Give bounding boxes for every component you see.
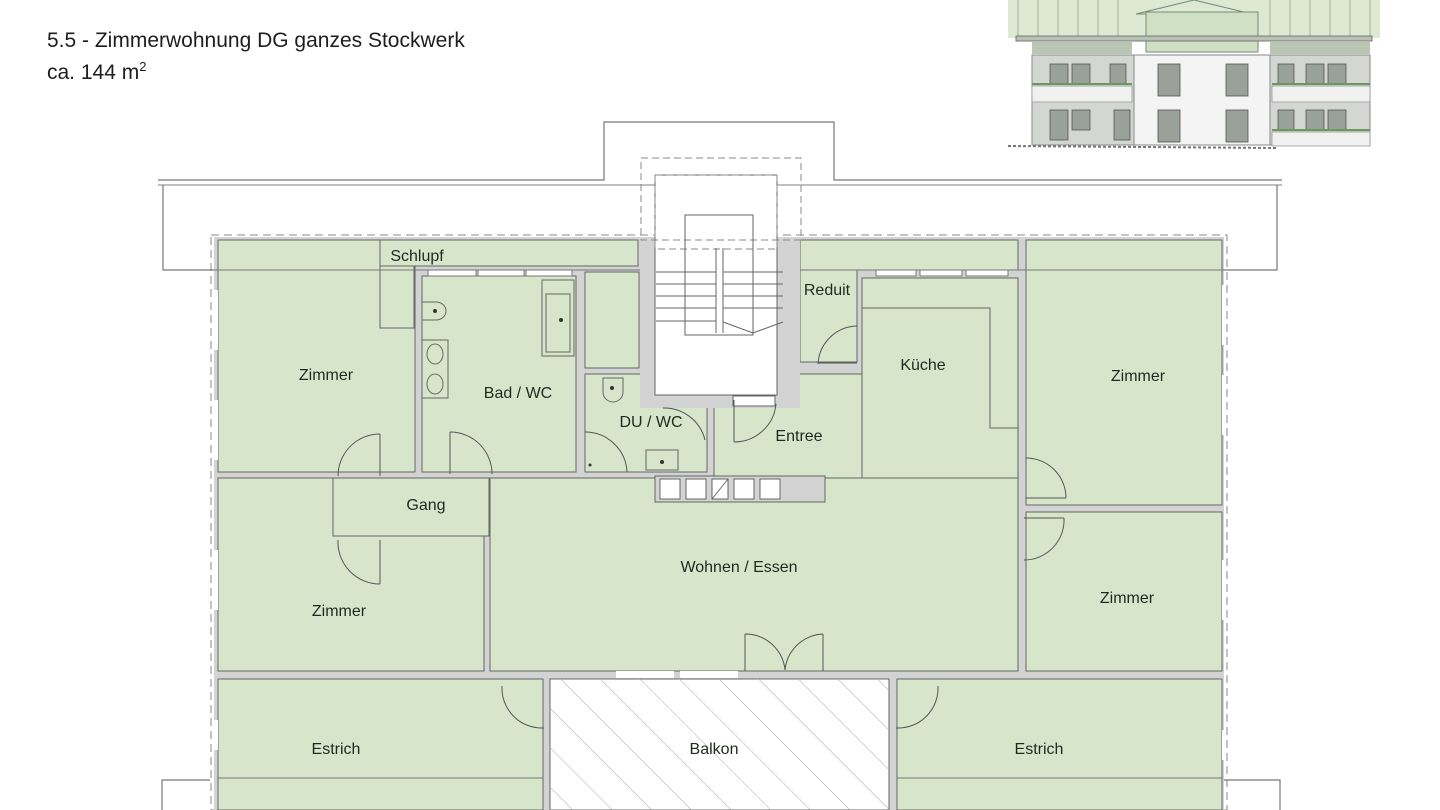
- label-wohnen-essen: Wohnen / Essen: [680, 559, 798, 576]
- label-reduit: Reduit: [803, 282, 851, 299]
- title-line-2: ca. 144 m2: [47, 54, 465, 86]
- label-bad-wc: Bad / WC: [483, 385, 553, 402]
- label-entree: Entree: [775, 428, 823, 445]
- label-schlupf: Schlupf: [390, 248, 444, 265]
- room-estrich-e: [896, 678, 1223, 810]
- label-balkon: Balkon: [689, 741, 739, 758]
- label-estrich-e: Estrich: [1014, 741, 1064, 758]
- label-estrich-w: Estrich: [311, 741, 361, 758]
- label-gang: Gang: [406, 497, 446, 514]
- label-kueche: Küche: [900, 357, 946, 374]
- staircase: [640, 157, 802, 408]
- room-estrich-w: [217, 678, 544, 810]
- building-elevation-icon: [1008, 0, 1380, 149]
- room-wohnen-essen: [489, 477, 1019, 672]
- label-zimmer-se: Zimmer: [1099, 590, 1155, 607]
- plan-title: 5.5 - Zimmerwohnung DG ganzes Stockwerk …: [47, 28, 465, 86]
- label-zimmer-ne: Zimmer: [1110, 368, 1166, 385]
- area-unit-superscript: 2: [139, 59, 147, 74]
- label-zimmer-nw: Zimmer: [298, 367, 354, 384]
- label-du-wc: DU / WC: [619, 414, 683, 431]
- title-line-1: 5.5 - Zimmerwohnung DG ganzes Stockwerk: [47, 29, 465, 52]
- label-zimmer-sw: Zimmer: [311, 603, 367, 620]
- room-kueche: [861, 277, 1019, 505]
- area-value: ca. 144 m: [47, 61, 140, 84]
- room-zimmer-ne: [1025, 239, 1223, 506]
